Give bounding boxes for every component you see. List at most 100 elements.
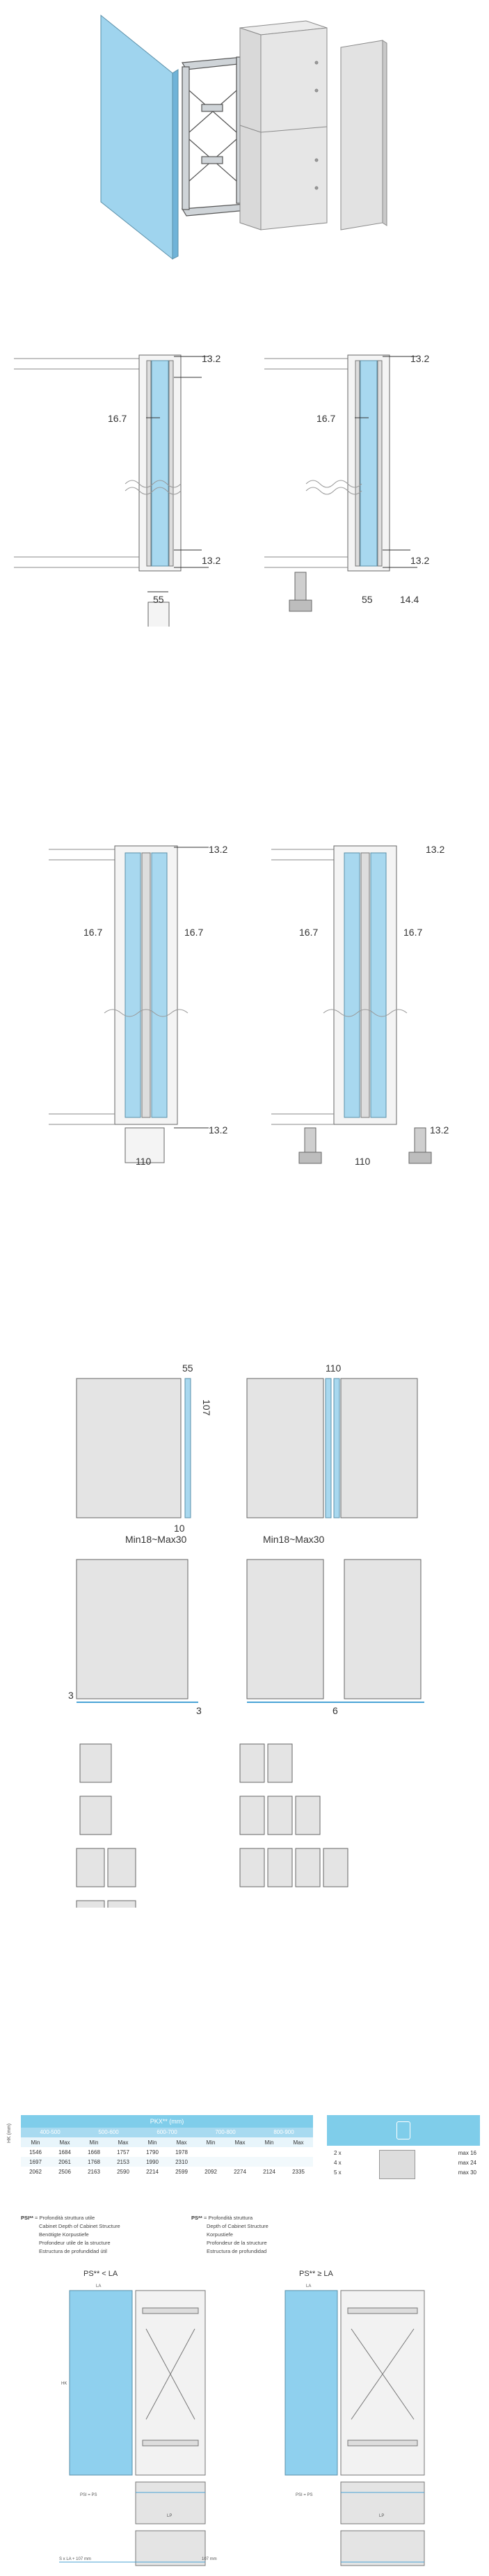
table-cell: 1668 bbox=[88, 2149, 100, 2155]
group-1: 400-500 bbox=[40, 2129, 61, 2135]
exploded-cabinet-view bbox=[0, 0, 489, 272]
dbl-dim-bottom-left: 13.2 bbox=[209, 1124, 227, 1136]
legend-right-line: Profondeur de la structure bbox=[207, 2240, 267, 2246]
plan-view-svg: 55 107 10 Min18~Max30 110 Min18~Max30 3 … bbox=[68, 1362, 424, 1940]
dim-side-right: 16.7 bbox=[316, 413, 335, 424]
table-cell: 1990 bbox=[146, 2158, 159, 2165]
table-cell: 2214 bbox=[146, 2168, 159, 2175]
double-door-section-drawings: 13.2 16.7 16.7 13.2 110 13.2 16.7 16.7 1… bbox=[0, 822, 489, 1184]
table-cell: 1697 bbox=[29, 2158, 42, 2165]
table-cell: 2310 bbox=[175, 2158, 188, 2165]
table-cell: 1546 bbox=[29, 2149, 42, 2155]
max-3: max 30 bbox=[458, 2169, 476, 2176]
sub-min: Min bbox=[31, 2139, 40, 2146]
spec-table-wrapper: PKX** (mm) 400-500 500-600 600-700 700-8… bbox=[7, 2115, 313, 2176]
dim-bottom-left: 13.2 bbox=[202, 555, 221, 566]
gap-3-b: 3 bbox=[196, 1705, 202, 1716]
table-cell: 2153 bbox=[117, 2158, 129, 2165]
depth-door-left bbox=[69, 2290, 133, 2476]
sub-min: Min bbox=[89, 2139, 99, 2146]
depth-diagrams-svg: PS** < LA LA HK PSI = PS LP S x LA + 107… bbox=[59, 2270, 425, 2566]
table-cell: 2599 bbox=[175, 2168, 188, 2175]
table-header-main: PKX** (mm) bbox=[21, 2115, 313, 2128]
legend-right-line: Korpustiefe bbox=[207, 2231, 233, 2238]
section-drawing-right: 13.2 16.7 13.2 55 14.4 bbox=[264, 353, 429, 612]
specification-table-section: PKX** (mm) 400-500 500-600 600-700 700-8… bbox=[0, 2115, 489, 2213]
title-right: PS** ≥ LA bbox=[299, 2270, 334, 2278]
dbl-dim-width-left: 110 bbox=[136, 1156, 152, 1167]
qty-2: 4 x bbox=[334, 2160, 342, 2166]
dim-plinth: 14.4 bbox=[400, 594, 419, 605]
table-cell: 2506 bbox=[58, 2168, 71, 2175]
exploded-cabinet-drawing bbox=[100, 14, 387, 260]
gap-3-a: 3 bbox=[68, 1690, 74, 1701]
table-cell: 2590 bbox=[117, 2168, 129, 2175]
table-cell bbox=[225, 2147, 255, 2157]
plan-view-drawings: 55 107 10 Min18~Max30 110 Min18~Max30 3 … bbox=[0, 1351, 489, 1940]
table-cell: 2163 bbox=[88, 2168, 100, 2175]
blue-door-panel bbox=[100, 14, 173, 260]
table-cell: 2062 bbox=[29, 2168, 42, 2175]
section-drawing-left: 13.2 16.7 13.2 55 bbox=[14, 353, 221, 631]
table-cell: 1790 bbox=[146, 2149, 159, 2155]
dim-bottom-right: 13.2 bbox=[410, 555, 429, 566]
sub-max: Max bbox=[176, 2139, 187, 2146]
double-door-svg: 13.2 16.7 16.7 13.2 110 13.2 16.7 16.7 1… bbox=[49, 844, 449, 1167]
double-section-left: 13.2 16.7 16.7 13.2 110 bbox=[49, 844, 227, 1167]
single-door-svg: 13.2 16.7 13.2 55 13.2 16.7 bbox=[14, 353, 429, 631]
dbl-dim-bottom-right: 13.2 bbox=[430, 1124, 449, 1136]
la-left: LA bbox=[96, 2284, 101, 2288]
legend-left-line: Estructura de profundidad útil bbox=[39, 2248, 107, 2254]
table-cell: 2335 bbox=[292, 2168, 305, 2175]
table-cell: 2061 bbox=[58, 2158, 71, 2165]
sub-min: Min bbox=[147, 2139, 157, 2146]
dim-top-left: 13.2 bbox=[202, 353, 221, 364]
sub-min: Min bbox=[264, 2139, 274, 2146]
table-cell: 1978 bbox=[175, 2149, 188, 2155]
hinge-quantity-panel: 2 x 4 x 5 x max 16 max 24 max 30 bbox=[327, 2115, 480, 2188]
legend-right: PS** = Profondità struttura Depth of Cab… bbox=[191, 2214, 400, 2256]
legend-left-key: PSI** bbox=[21, 2215, 33, 2221]
dim-width-left: 55 bbox=[153, 594, 164, 605]
legend-left-line: Profondeur utile de la structure bbox=[39, 2240, 111, 2246]
dbl-dim-top-left: 13.2 bbox=[209, 844, 227, 855]
dim-55: 55 bbox=[182, 1362, 193, 1374]
gap-6: 6 bbox=[332, 1705, 338, 1716]
legend-left-line: Benötigte Korpustiefe bbox=[39, 2231, 89, 2238]
dim-width-right: 55 bbox=[362, 594, 373, 605]
dbl-dim-width-right: 110 bbox=[355, 1156, 371, 1167]
dim-top-right: 13.2 bbox=[410, 353, 429, 364]
la-right: LA bbox=[306, 2284, 311, 2288]
legend-left-line: Cabinet Depth of Cabinet Structure bbox=[39, 2223, 120, 2229]
cabinet-body bbox=[239, 20, 328, 230]
bottom-left-formula: S x LA + 107 mm bbox=[59, 2557, 91, 2561]
table-cell: 1684 bbox=[58, 2149, 71, 2155]
single-door-section-drawings: 13.2 16.7 13.2 55 13.2 16.7 bbox=[0, 327, 489, 631]
table-cell bbox=[255, 2157, 284, 2167]
sub-max: Max bbox=[234, 2139, 246, 2146]
cylinder-icon bbox=[396, 2121, 410, 2139]
psi-ps-right: PSI = PS bbox=[296, 2493, 313, 2497]
dbl-dim-top-right: 13.2 bbox=[426, 844, 444, 855]
table-cell bbox=[284, 2157, 313, 2167]
table-cell bbox=[255, 2147, 284, 2157]
sub-max: Max bbox=[293, 2139, 304, 2146]
hinge-icon-box bbox=[327, 2115, 480, 2146]
label-min-max-left: Min18~Max30 bbox=[125, 1534, 187, 1545]
group-5: 800-900 bbox=[273, 2129, 294, 2135]
sub-min: Min bbox=[206, 2139, 216, 2146]
group-4: 700-800 bbox=[215, 2129, 236, 2135]
grey-side-panel bbox=[340, 40, 383, 230]
lp-right: LP bbox=[379, 2514, 384, 2518]
dbl-dim-side-right-a: 16.7 bbox=[299, 927, 318, 938]
legend-right-line: Estructura de profundidad bbox=[207, 2248, 267, 2254]
table-cell: 1768 bbox=[88, 2158, 100, 2165]
hk-label: HK (mm) bbox=[7, 2123, 12, 2143]
dbl-dim-side-left-a: 16.7 bbox=[83, 927, 102, 938]
dbl-dim-side-left-b: 16.7 bbox=[184, 927, 203, 938]
dbl-dim-side-right-b: 16.7 bbox=[403, 927, 422, 938]
lp-left: LP bbox=[167, 2514, 172, 2518]
depth-legend: PSI** = Profondità struttura utile Cabin… bbox=[0, 2214, 489, 2263]
group-3: 600-700 bbox=[157, 2129, 177, 2135]
